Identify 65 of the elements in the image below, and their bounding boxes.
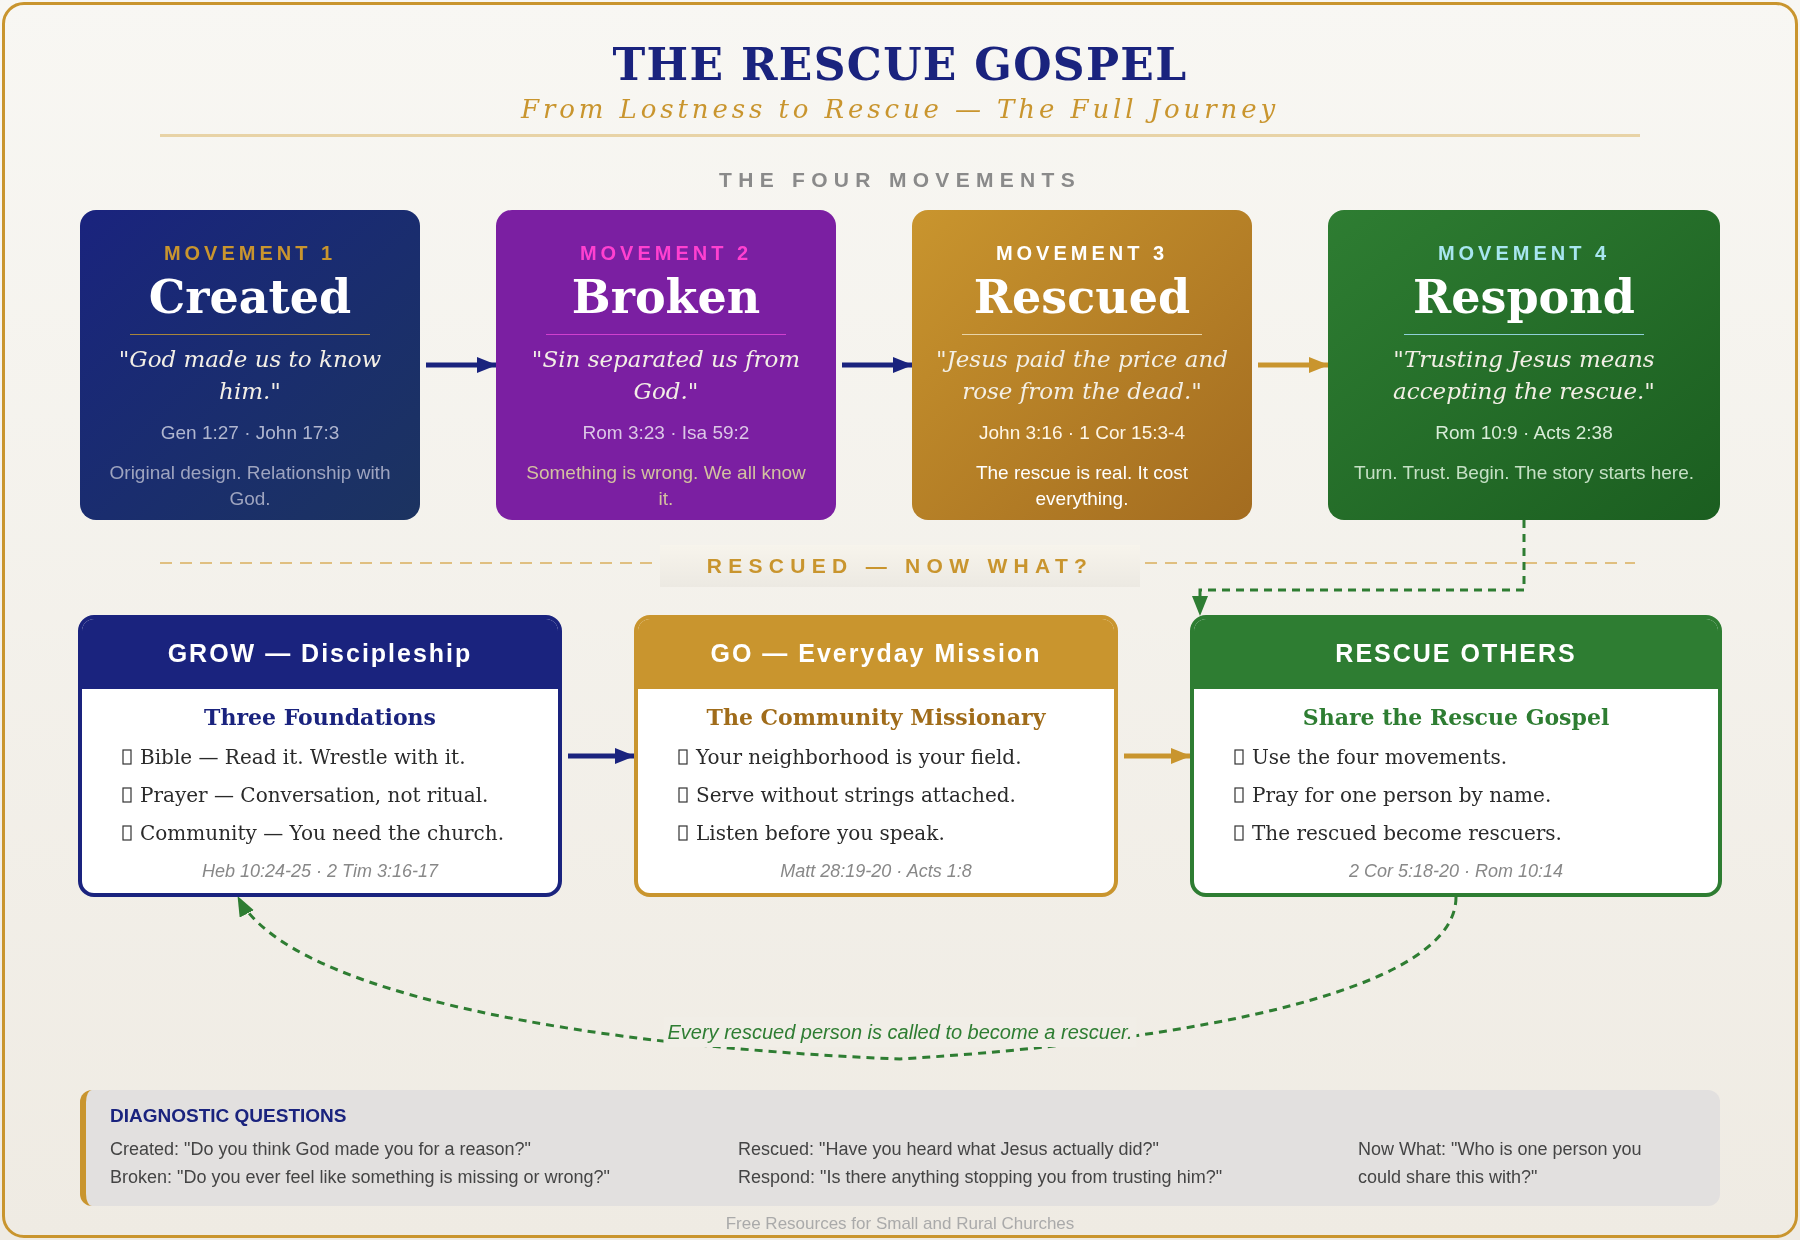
card-heading: GO — Everyday Mission (710, 638, 1042, 670)
card-subheading: The Community Missionary (705, 703, 1047, 732)
arrow (1258, 357, 1329, 373)
scripture-reference: Heb 10:24-25 · 2 Tim 3:16-17 (201, 860, 440, 883)
movement-note: Original design. Relationship with God. (108, 460, 392, 511)
movement-title: Respond (1413, 269, 1635, 326)
scripture-reference: Gen 1:27 · John 17:3 (160, 421, 340, 445)
list-item: The rescued become rescuers. (1252, 820, 1562, 847)
panel-heading: DIAGNOSTIC QUESTIONS (110, 1104, 348, 1128)
action-card (78, 615, 562, 897)
section-heading: THE FOUR MOVEMENTS (718, 167, 1082, 193)
list-item: Community — You need the church. (140, 820, 504, 847)
movement-note: The rescue is real. It cost everything. (974, 460, 1190, 511)
movement-title: Rescued (973, 269, 1191, 326)
arrow (426, 357, 497, 373)
movement-title: Created (148, 269, 352, 326)
action-card (634, 615, 1118, 897)
movement-quote: "Jesus paid the price and rose from the dead." (934, 345, 1230, 406)
list-item: Prayer — Conversation, not ritual. (140, 782, 489, 809)
arrow (842, 357, 913, 373)
diagnostic-question: Created: "Do you think God made you for a reason?" (110, 1137, 532, 1161)
scripture-reference: 2 Cor 5:18-20 · Rom 10:14 (1347, 860, 1565, 883)
subtitle: From Lostness to Rescue — The Full Journey (519, 93, 1280, 126)
movement-title: Broken (571, 269, 761, 326)
movement-card (1328, 210, 1720, 520)
arrow (1124, 748, 1191, 764)
movement-quote: "Sin separated us from God." (530, 345, 802, 406)
movement-note: Something is wrong. We all know it. (525, 460, 807, 511)
card-heading: RESCUE OTHERS (1335, 638, 1577, 670)
card-heading: GROW — Discipleship (167, 638, 473, 670)
scripture-reference: Matt 28:19-20 · Acts 1:8 (779, 860, 973, 883)
list-item: Serve without strings attached. (696, 782, 1016, 809)
list-item: Bible — Read it. Wrestle with it. (140, 744, 466, 771)
scripture-reference: Rom 10:9 · Acts 2:38 (1435, 421, 1613, 445)
section-heading: RESCUED — NOW WHAT? (706, 553, 1094, 580)
diagnostic-question: Respond: "Is there anything stopping you from trusting him?" (738, 1165, 1224, 1189)
action-card (1190, 615, 1722, 897)
card-subheading: Share the Rescue Gospel (1301, 703, 1611, 732)
arrow (236, 896, 1458, 1061)
movement-note: Turn. Trust. Begin. The story starts here. (1353, 460, 1695, 485)
diagnostic-question: Now What: "Who is one person you could share this with?" (1358, 1137, 1643, 1189)
page-title: THE RESCUE GOSPEL (611, 38, 1189, 92)
movement-quote: "Trusting Jesus means accepting the rescue." (1392, 345, 1656, 406)
arrow (1192, 520, 1526, 616)
scripture-reference: John 3:16 · 1 Cor 15:3-4 (979, 421, 1185, 445)
movement-card (80, 210, 420, 520)
footer-note: Free Resources for Small and Rural Churches (724, 1213, 1076, 1235)
movement-card (496, 210, 836, 520)
movement-card (912, 210, 1252, 520)
movement-number: MOVEMENT 3 (995, 241, 1169, 266)
diagnostic-question: Broken: "Do you ever feel like something is missing or wrong?" (110, 1165, 611, 1189)
movement-number: MOVEMENT 4 (1437, 241, 1611, 266)
list-item: Pray for one person by name. (1252, 782, 1552, 809)
list-item: Listen before you speak. (696, 820, 945, 847)
card-subheading: Three Foundations (203, 703, 437, 732)
movement-quote: "God made us to know him." (117, 345, 383, 406)
list-item: Your neighborhood is your field. (696, 744, 1022, 771)
movement-number: MOVEMENT 1 (163, 241, 337, 266)
questions-panel (80, 1090, 1720, 1206)
scripture-reference: Rom 3:23 · Isa 59:2 (582, 421, 750, 445)
list-item: Use the four movements. (1252, 744, 1508, 771)
movement-number: MOVEMENT 2 (579, 241, 753, 266)
edge-label: Every rescued person is called to become a rescuer. (667, 1020, 1133, 1045)
diagnostic-question: Rescued: "Have you heard what Jesus actually did?" (738, 1137, 1160, 1161)
arrow (568, 748, 635, 764)
